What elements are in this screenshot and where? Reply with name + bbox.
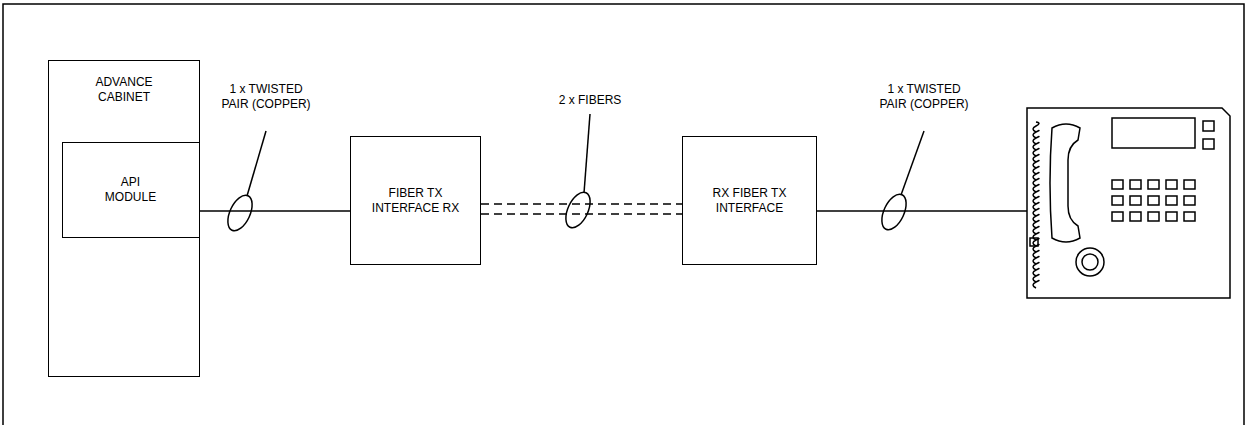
interface-box: FIBER TX INTERFACE RX bbox=[350, 136, 481, 265]
cable-callout: 2 x FIBERS bbox=[540, 93, 640, 108]
leader-line bbox=[247, 131, 266, 196]
key bbox=[1112, 180, 1123, 189]
fiber-line bbox=[481, 203, 682, 205]
speaker bbox=[1082, 254, 1098, 270]
handset bbox=[1050, 124, 1080, 242]
cable-callout: 1 x TWISTED PAIR (COPPER) bbox=[876, 82, 972, 112]
key bbox=[1184, 196, 1195, 205]
copper-wire bbox=[817, 210, 1027, 212]
cabinet-box: ADVANCE CABINET API MODULE bbox=[48, 60, 200, 377]
coiled-cord bbox=[1033, 122, 1039, 288]
leader-line bbox=[584, 114, 590, 193]
key bbox=[1184, 180, 1195, 189]
key bbox=[1166, 196, 1177, 205]
key bbox=[1112, 196, 1123, 205]
key bbox=[1148, 180, 1159, 189]
box-label: ADVANCE CABINET bbox=[84, 75, 164, 105]
key bbox=[1184, 212, 1195, 221]
bundle-loop bbox=[561, 189, 595, 232]
sheet-frame bbox=[3, 4, 1244, 425]
box-label: RX FIBER TX INTERFACE bbox=[708, 186, 792, 216]
button bbox=[1203, 139, 1214, 149]
fiber-line bbox=[481, 213, 682, 215]
bundle-loop bbox=[223, 192, 257, 235]
button bbox=[1203, 121, 1214, 131]
cable-callout: 1 x TWISTED PAIR (COPPER) bbox=[218, 82, 314, 112]
module-box: API MODULE bbox=[62, 142, 200, 238]
telephone-illustration bbox=[1027, 108, 1230, 298]
keypad bbox=[1112, 180, 1195, 221]
leader-line bbox=[901, 131, 924, 195]
box-label: FIBER TX INTERFACE RX bbox=[366, 186, 466, 216]
key bbox=[1112, 212, 1123, 221]
box-label: API MODULE bbox=[99, 175, 163, 205]
interface-box: RX FIBER TX INTERFACE bbox=[682, 136, 817, 265]
key bbox=[1130, 180, 1141, 189]
key bbox=[1166, 212, 1177, 221]
bundle-loop bbox=[877, 191, 911, 234]
phone-body bbox=[1027, 108, 1230, 298]
key bbox=[1148, 196, 1159, 205]
key bbox=[1148, 212, 1159, 221]
key bbox=[1166, 180, 1177, 189]
key bbox=[1130, 212, 1141, 221]
display bbox=[1112, 118, 1195, 148]
key bbox=[1130, 196, 1141, 205]
copper-wire bbox=[200, 210, 351, 212]
speaker bbox=[1076, 248, 1104, 276]
